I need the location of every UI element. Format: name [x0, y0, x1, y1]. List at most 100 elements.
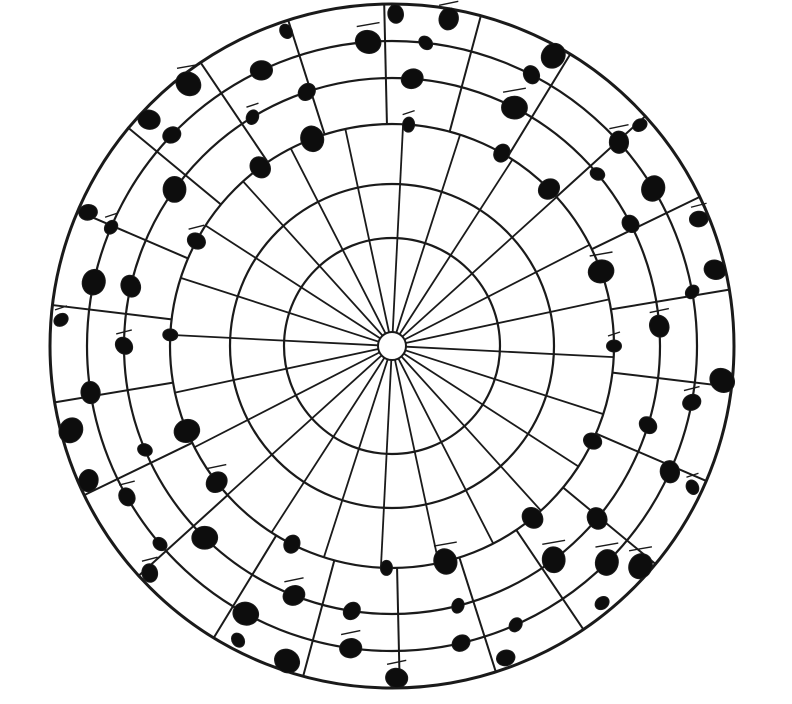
- node-r3-12: [162, 126, 182, 144]
- node-r3-15: [418, 35, 434, 51]
- node-r2-3: [541, 546, 566, 574]
- spoke-17: [289, 148, 387, 334]
- node-r3-3: [508, 617, 523, 633]
- node-r2-14: [400, 68, 424, 90]
- outer-spoke-12: [52, 304, 172, 321]
- node-r3-10: [81, 268, 106, 296]
- node-mark-r4-16: [438, 0, 459, 6]
- node-r4-18: [632, 118, 648, 132]
- node-mark-r3-2: [595, 542, 619, 548]
- node-r2-10: [120, 274, 142, 298]
- node-blobs: [53, 0, 736, 689]
- node-r4-14: [279, 23, 294, 39]
- node-mark-r1-7: [206, 463, 227, 470]
- node-r4-5: [274, 648, 301, 674]
- outer-radial-spokes: [52, 4, 732, 688]
- node-r3-19: [684, 284, 700, 300]
- node-mark-r1-10: [188, 224, 205, 230]
- node-mark-r3-17: [609, 123, 629, 130]
- node-mark-r4-4: [386, 659, 407, 666]
- node-r4-6: [231, 632, 246, 648]
- node-r3-5: [339, 638, 363, 659]
- center-hub: [377, 331, 407, 361]
- node-r4-10: [53, 312, 69, 327]
- outer-spoke-15: [199, 62, 269, 163]
- node-r1-5: [379, 559, 393, 576]
- spoke-5: [397, 358, 495, 544]
- node-r1-6: [283, 534, 301, 554]
- node-r3-14: [354, 29, 382, 55]
- node-r3-7: [152, 536, 168, 552]
- node-r2-4: [451, 597, 465, 614]
- outer-spoke-9: [138, 494, 229, 577]
- node-mark-r1-4: [433, 541, 457, 547]
- node-r4-1: [628, 553, 653, 580]
- node-r4-11: [78, 203, 98, 221]
- node-r1-15: [537, 178, 561, 200]
- outer-spoke-10: [83, 441, 193, 497]
- node-mark-r1-16: [589, 251, 613, 257]
- spoke-9: [270, 357, 386, 533]
- node-r3-9: [80, 380, 101, 405]
- node-mark-r4-19: [690, 202, 707, 208]
- node-r1-9: [162, 328, 179, 342]
- node-r1-2: [583, 432, 603, 450]
- spoke-2: [405, 349, 604, 415]
- spoke-6: [394, 359, 440, 564]
- node-r4-2: [594, 595, 610, 611]
- spoke-1: [405, 345, 614, 358]
- node-mark-r3-5: [340, 629, 361, 636]
- node-mark-r2-3: [542, 539, 566, 546]
- node-mark-r2-18: [649, 307, 670, 314]
- node-r4-15: [387, 4, 404, 24]
- spoke-20: [395, 134, 461, 333]
- spoke-3: [403, 352, 579, 468]
- node-r1-8: [173, 418, 201, 444]
- spoke-23: [404, 243, 590, 341]
- node-r4-13: [175, 71, 202, 97]
- node-mark-r4-1: [628, 546, 653, 552]
- node-r3-13: [249, 60, 273, 81]
- node-r2-15: [501, 95, 528, 120]
- spoke-19: [391, 124, 404, 333]
- node-r2-13: [297, 82, 316, 101]
- spoke-18: [344, 128, 390, 333]
- node-mark-r3-8: [118, 480, 135, 486]
- spoke-10: [226, 354, 383, 496]
- node-r3-20: [682, 393, 702, 411]
- outer-spoke-18: [448, 15, 482, 132]
- ring-2: [228, 182, 556, 510]
- node-mark-r1-1: [607, 331, 621, 337]
- ring-5: [85, 39, 699, 653]
- outer-spoke-19: [506, 53, 572, 158]
- node-r2-17: [621, 214, 640, 234]
- node-r1-12: [300, 125, 325, 153]
- node-r1-1: [606, 339, 622, 353]
- node-r2-16: [589, 167, 606, 181]
- node-r1-13: [402, 116, 416, 133]
- spoke-11: [194, 351, 380, 449]
- node-r2-9: [114, 336, 134, 355]
- node-r4-12: [137, 109, 161, 130]
- radial-spokes: [170, 124, 614, 568]
- node-mark-r1-13: [402, 109, 415, 116]
- node-r4-19: [688, 210, 709, 228]
- node-r4-22: [685, 479, 700, 495]
- spoke-12: [174, 348, 379, 394]
- node-r3-17: [608, 130, 630, 154]
- spoke-16: [242, 180, 384, 337]
- outer-spoke-17: [383, 4, 388, 125]
- outer-spoke-3: [562, 486, 657, 565]
- node-r4-7: [141, 563, 159, 583]
- node-mark-r4-7: [141, 556, 158, 562]
- node-r1-16: [587, 259, 615, 284]
- node-mark-r2-9: [116, 329, 132, 335]
- node-mark-r3-11: [104, 212, 118, 218]
- node-r2-8: [137, 443, 153, 457]
- node-r2-5: [342, 601, 361, 621]
- spoke-14: [180, 277, 379, 343]
- node-r1-3: [521, 506, 544, 529]
- node-r3-11: [103, 219, 119, 235]
- node-mark-r3-20: [683, 385, 700, 392]
